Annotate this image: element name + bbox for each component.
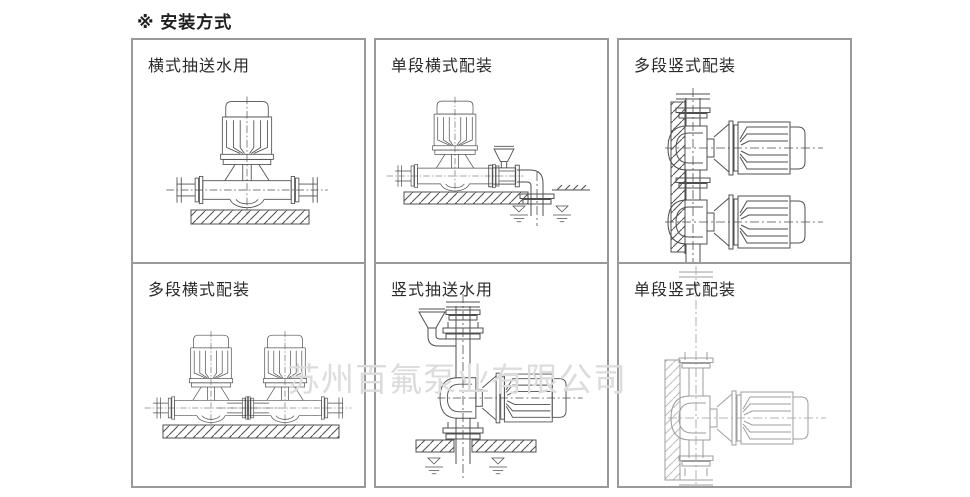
panel-single-stage-horizontal: 单段横式配装	[376, 40, 607, 262]
panel-horizontal-water-pumping: 横式抽送水用	[133, 40, 364, 262]
panel-column-1: 横式抽送水用 多段横式配装	[131, 38, 366, 488]
panel-label: 横式抽送水用	[148, 58, 251, 75]
panel-label: 竖式抽送水用	[391, 282, 494, 299]
panel-single-stage-vertical: 单段竖式配装	[619, 262, 850, 486]
diagram-pump-valve-elbow-into-water	[386, 96, 590, 226]
diagram-inline-pump-on-ground	[165, 96, 329, 225]
diagram-single-pump-on-wall-pipe	[664, 266, 827, 486]
panel-multistage-horizontal: 多段横式配装	[133, 262, 364, 486]
panel-label: 多段竖式配装	[634, 58, 737, 75]
diagram-pump-vertical-pipe-through-floor	[415, 294, 584, 480]
panel-label: 单段竖式配装	[634, 282, 737, 299]
panel-label: 多段横式配装	[148, 282, 251, 299]
panel-vertical-water-pumping: 竖式抽送水用	[376, 262, 607, 486]
panel-column-3: 多段竖式配装 单段竖式配装	[617, 38, 852, 488]
diagram-two-pumps-on-wall-pipe	[664, 88, 824, 262]
panel-column-2: 单段横式配装 竖式抽送水用	[374, 38, 609, 488]
panel-label: 单段横式配装	[391, 58, 494, 75]
page-title: ※ 安装方式	[137, 13, 233, 32]
panel-multistage-vertical: 多段竖式配装	[619, 40, 850, 262]
diagram-two-inline-pumps-series	[144, 330, 352, 439]
